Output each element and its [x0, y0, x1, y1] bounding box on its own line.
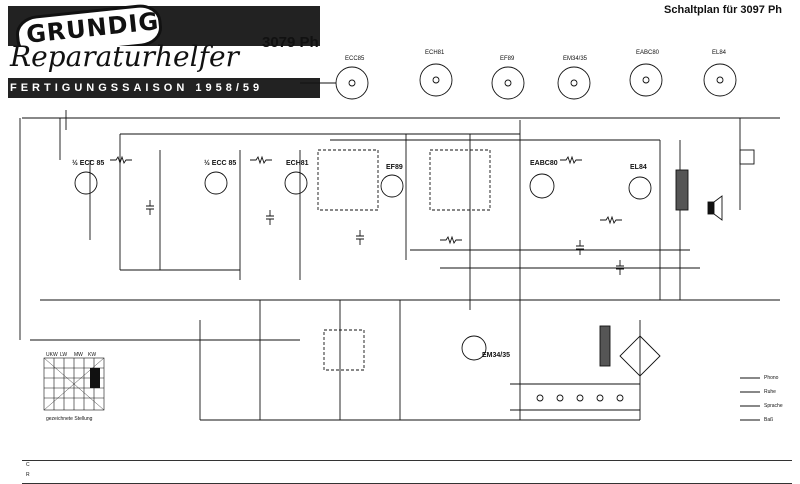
- tube-socket-ech81: [419, 63, 453, 97]
- tube-eabc80: [529, 173, 555, 199]
- component-value-strip: [22, 460, 792, 484]
- stage-label-ecc85-b: ½ ECC 85: [204, 160, 237, 167]
- tube-ecc85-b: [204, 171, 228, 195]
- switch-legend-grid: [43, 357, 105, 411]
- stage-label-ecc85-a: ½ ECC 85: [72, 160, 105, 167]
- side-label-ruhe: Ruhe: [764, 389, 776, 395]
- schematic-title: Schaltplan für 3097 Ph: [664, 4, 782, 16]
- tube-socket-el84: [703, 63, 737, 97]
- strip-row-r-tag: R: [26, 472, 30, 478]
- side-label-bass: Baß: [764, 417, 774, 423]
- subtitle: Reparaturhelfer: [10, 40, 239, 73]
- stage-label-em34: EM34/35: [482, 352, 511, 359]
- tube-socket-ecc85: [300, 66, 369, 100]
- subtitle-band: [8, 46, 320, 78]
- legend-note: gezeichnete Stellung: [46, 416, 93, 422]
- tube-label-eabc80: EABC80: [636, 50, 660, 56]
- model-number: 3079 Ph: [262, 34, 319, 51]
- stage-label-el84: EL84: [630, 164, 647, 171]
- strip-row-c-tag: C: [26, 462, 30, 468]
- season-label: FERTIGUNGSSAISON 1958/59: [10, 82, 264, 94]
- tube-label-ecc85: ECC85: [345, 56, 365, 62]
- tube-socket-ef89: [491, 66, 525, 100]
- tube-em34: [461, 335, 487, 361]
- tube-label-em34: EM34/35: [563, 56, 588, 62]
- tube-label-ech81: ECH81: [425, 50, 445, 56]
- tube-socket-eabc80: [629, 63, 663, 97]
- legend-row-ukw: UKW: [46, 352, 58, 358]
- stage-label-ef89: EF89: [386, 164, 403, 171]
- tube-ef89: [380, 174, 404, 198]
- tube-ecc85-a: [74, 171, 98, 195]
- side-label-phono: Phono: [764, 375, 779, 381]
- side-label-sprache: Sprache: [764, 403, 783, 409]
- tube-label-ef89: EF89: [500, 56, 515, 62]
- tube-el84: [628, 176, 652, 200]
- stage-label-eabc80: EABC80: [530, 160, 558, 167]
- tube-socket-em34: [557, 66, 591, 100]
- legend-row-mw: MW: [74, 352, 83, 358]
- tube-ech81: [284, 171, 308, 195]
- tube-label-el84: EL84: [712, 50, 727, 56]
- legend-row-lw: LW: [60, 352, 68, 358]
- legend-row-kw: KW: [88, 352, 97, 358]
- stage-label-ech81: ECH81: [286, 160, 309, 167]
